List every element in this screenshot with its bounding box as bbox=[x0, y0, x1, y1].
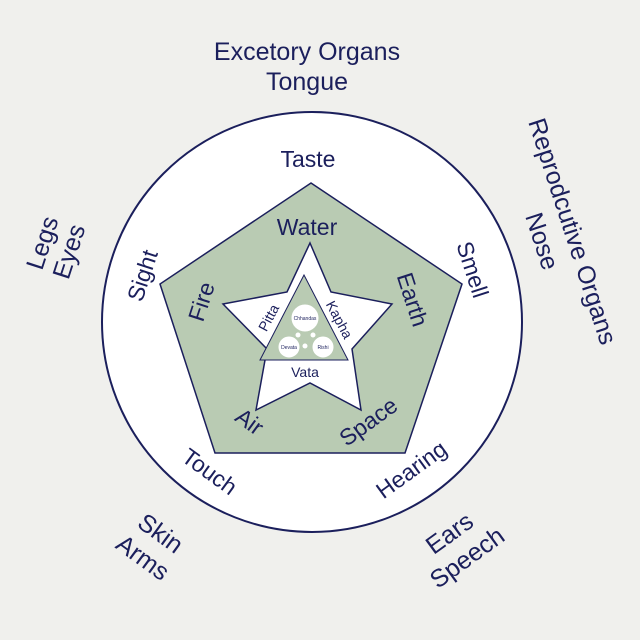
outer-top-line1: Excetory Organs bbox=[214, 38, 400, 66]
triangle-dot-1 bbox=[295, 332, 301, 338]
triangle-circle-right-label: Rishi bbox=[317, 345, 328, 351]
outer-label-top: Excetory Organs Tongue bbox=[214, 38, 400, 96]
outer-top-line2: Tongue bbox=[266, 68, 348, 96]
triangle-dot-3 bbox=[302, 343, 308, 349]
dosha-vata: Vata bbox=[291, 364, 319, 380]
triangle-circle-top-label: Chhandas bbox=[294, 316, 317, 322]
triangle-circle-left: Devata bbox=[278, 336, 300, 358]
triangle-dot-2 bbox=[310, 332, 316, 338]
triangle-circle-top: Chhandas bbox=[291, 304, 319, 332]
element-water: Water bbox=[277, 214, 338, 240]
triangle-circle-left-label: Devata bbox=[281, 345, 297, 351]
sense-taste: Taste bbox=[281, 146, 336, 172]
triangle-circle-right: Rishi bbox=[312, 336, 334, 358]
